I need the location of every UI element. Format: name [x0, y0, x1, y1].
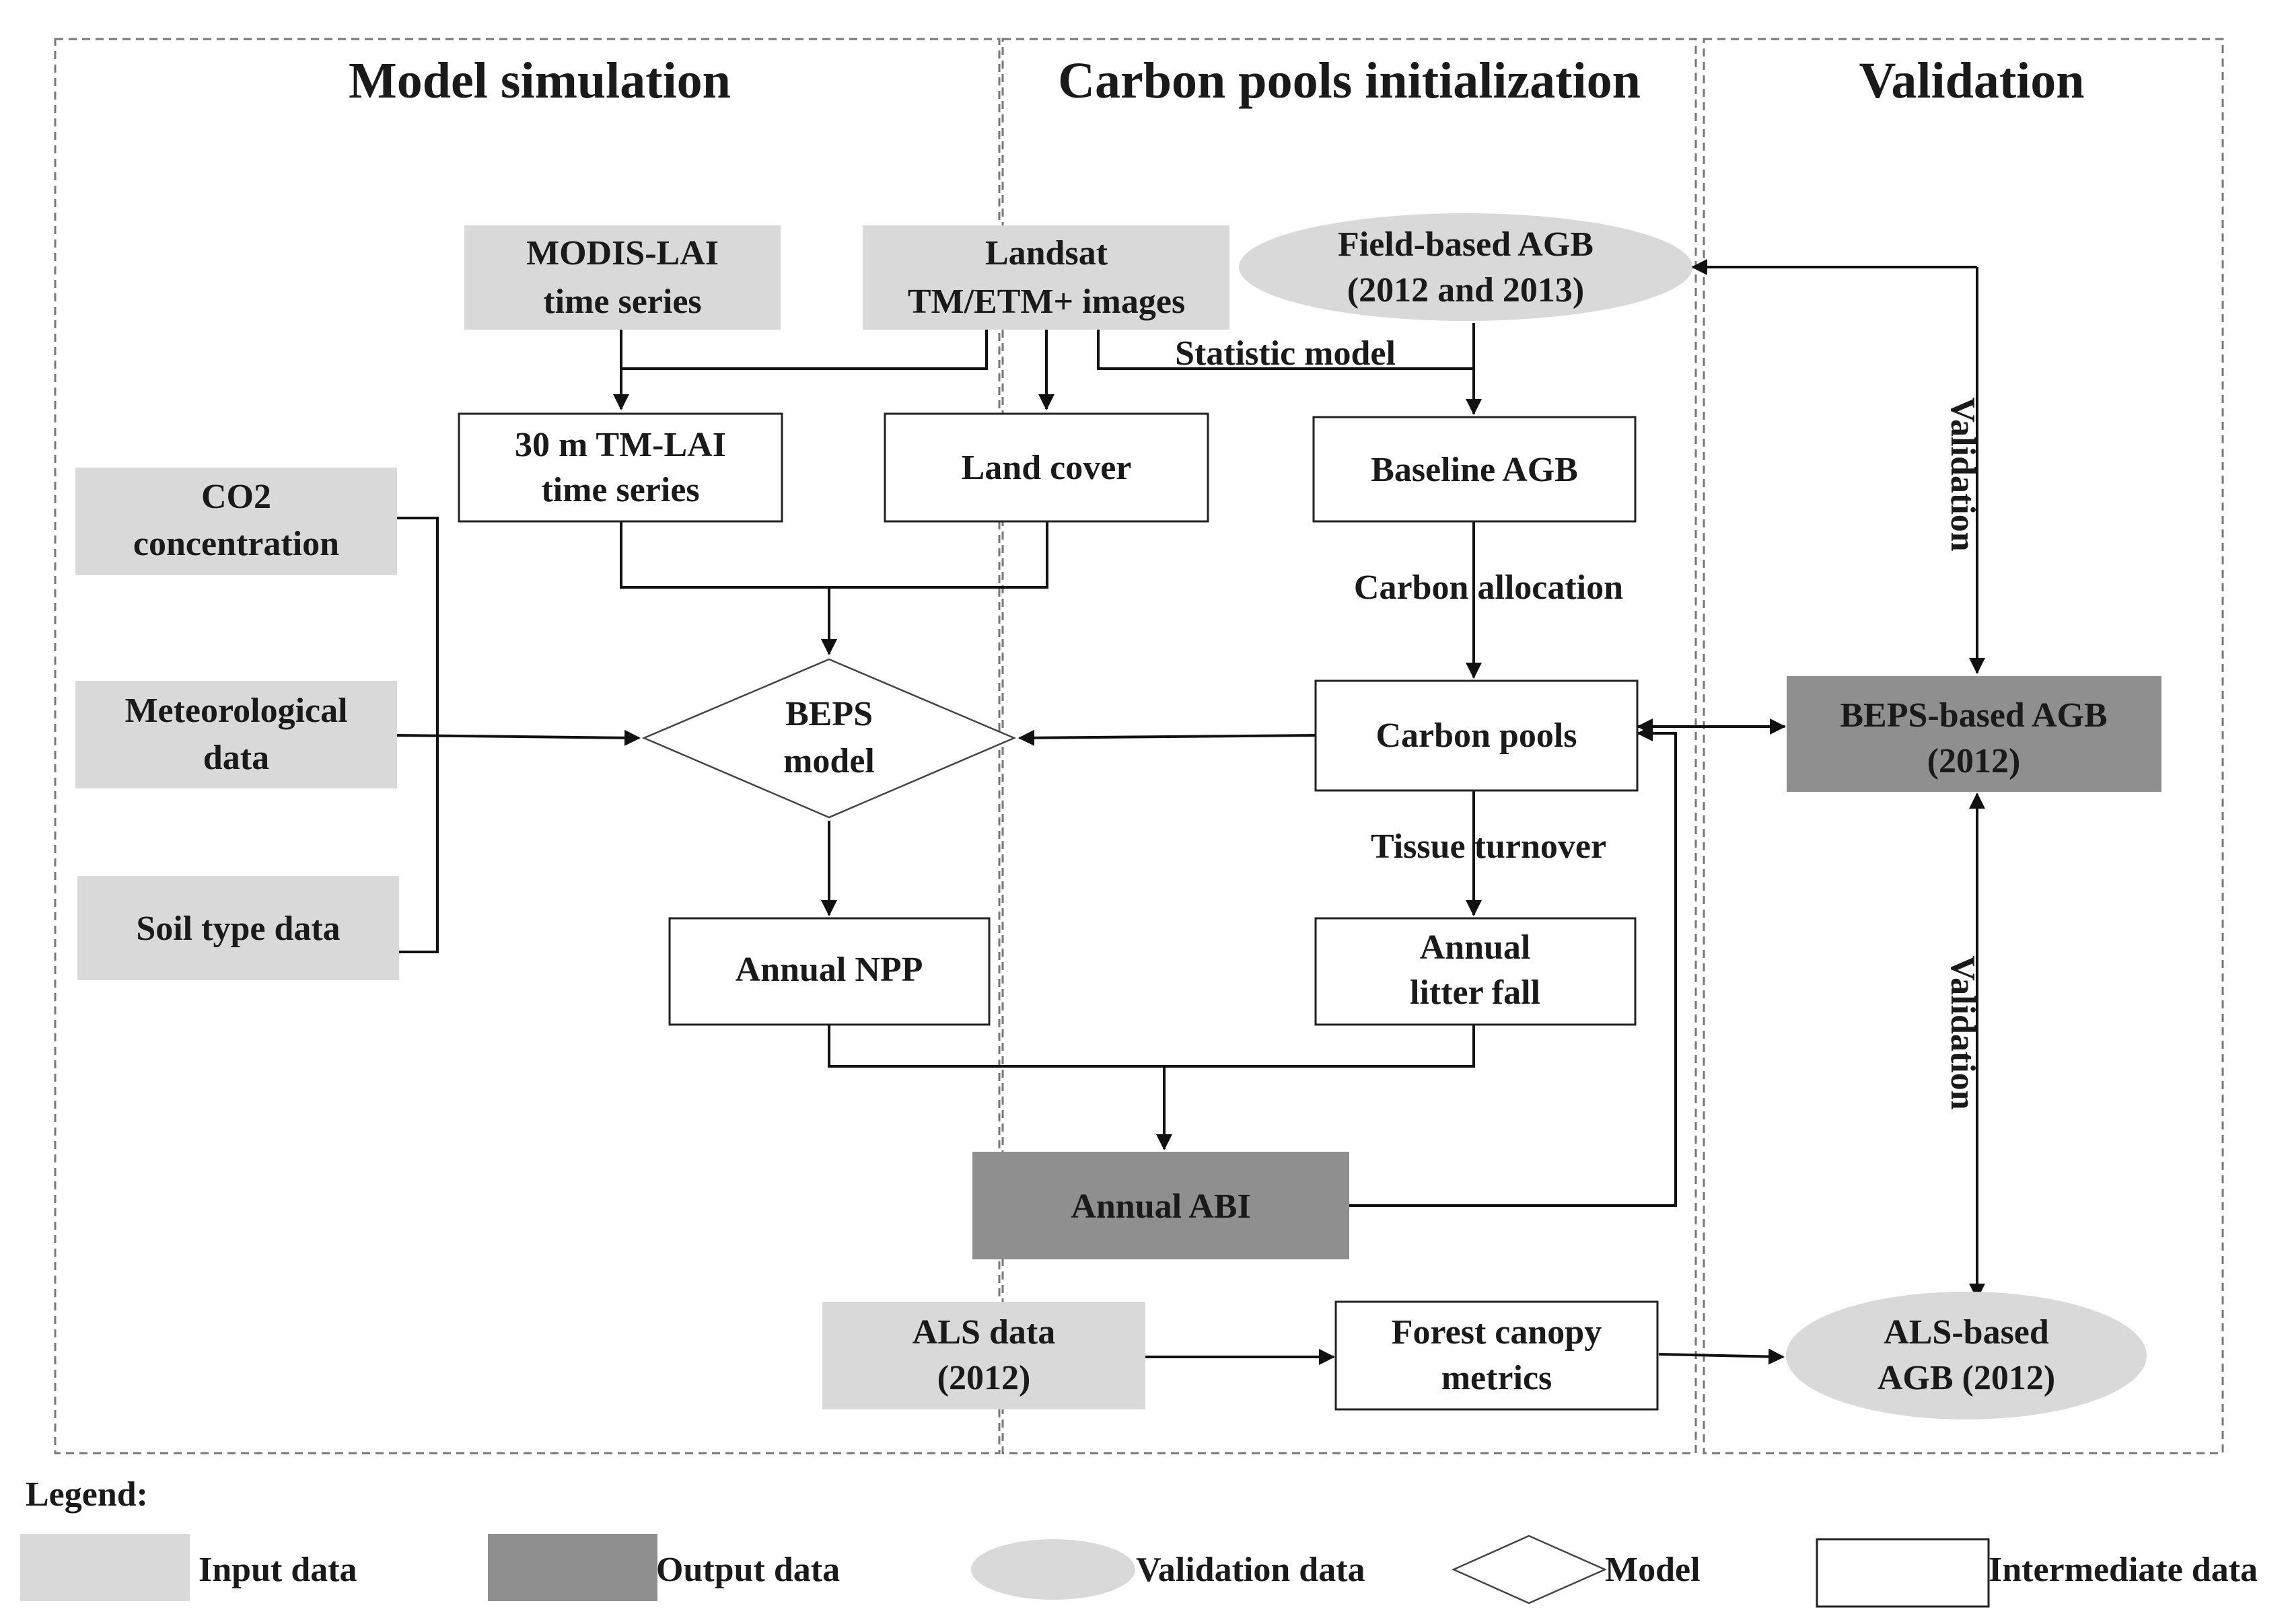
node-annual-litter-fall: Annual litter fall — [1314, 917, 1637, 1026]
legend-title: Legend: — [26, 1475, 148, 1514]
legend-model-swatch — [1451, 1535, 1608, 1604]
node-co2-concentration: CO2 concentration — [75, 468, 397, 575]
svg-text:Carbon pools: Carbon pools — [1375, 716, 1577, 755]
legend-input-label: Input data — [199, 1551, 357, 1589]
node-beps-based-agb: BEPS-based AGB (2012) — [1787, 676, 2161, 792]
legend-validation-swatch — [971, 1539, 1135, 1600]
connector-statistic-model — [1097, 330, 1474, 370]
node-tm-lai: 30 m TM-LAI time series — [458, 412, 783, 523]
svg-text:(2012): (2012) — [937, 1359, 1031, 1397]
connector-lai-landcover — [620, 521, 1048, 589]
svg-text:Forest canopy: Forest canopy — [1392, 1313, 1602, 1352]
svg-text:Annual ABI: Annual ABI — [1071, 1187, 1250, 1226]
legend-output-swatch — [488, 1534, 657, 1601]
svg-text:TM/ETM+ images: TM/ETM+ images — [908, 283, 1185, 321]
node-soil-type-data: Soil type data — [77, 876, 399, 980]
label-statistic-model: Statistic model — [1175, 334, 1396, 373]
node-forest-canopy-metrics: Forest canopy metrics — [1334, 1300, 1659, 1411]
connector-npp-litter — [828, 1025, 1475, 1068]
svg-text:metrics: metrics — [1441, 1359, 1552, 1397]
legend-validation-label: Validation data — [1136, 1551, 1365, 1589]
svg-text:CO2: CO2 — [201, 478, 271, 516]
svg-text:Baseline AGB: Baseline AGB — [1371, 451, 1578, 489]
label-validation-top: Validation — [1943, 397, 1982, 551]
node-meteorological-data: Meteorological data — [75, 681, 397, 788]
node-land-cover: Land cover — [884, 412, 1209, 523]
node-baseline-agb: Baseline AGB — [1312, 416, 1637, 523]
arrow-drivers-to-beps — [396, 729, 641, 746]
connector-modis-landsat — [620, 330, 988, 370]
svg-text:Annual NPP: Annual NPP — [736, 951, 923, 989]
legend: Legend: Input data Output data Validatio… — [20, 1475, 2258, 1608]
svg-text:ALS-based: ALS-based — [1884, 1313, 2049, 1352]
node-beps-model: BEPS model — [641, 658, 1017, 819]
svg-text:BEPS: BEPS — [785, 695, 873, 733]
svg-text:Annual: Annual — [1420, 928, 1531, 967]
legend-output-label: Output data — [656, 1551, 840, 1589]
node-annual-npp: Annual NPP — [668, 917, 991, 1026]
svg-text:MODIS-LAI: MODIS-LAI — [526, 234, 719, 272]
legend-input-swatch — [20, 1534, 190, 1601]
svg-text:model: model — [783, 742, 875, 780]
svg-text:30 m TM-LAI: 30 m TM-LAI — [515, 426, 726, 464]
arrow-to-als-agb — [1658, 1348, 1785, 1365]
node-als-based-agb: ALS-based AGB (2012) — [1786, 1292, 2147, 1419]
svg-text:Land cover: Land cover — [962, 449, 1132, 487]
svg-text:concentration: concentration — [133, 525, 339, 563]
svg-text:data: data — [203, 739, 269, 777]
node-modis-lai: MODIS-LAI time series — [464, 225, 781, 330]
legend-intermediate-swatch — [1816, 1538, 1990, 1608]
svg-text:Landsat: Landsat — [985, 234, 1108, 272]
label-validation-bottom: Validation — [1943, 955, 1982, 1109]
svg-text:Meteorological: Meteorological — [124, 692, 347, 730]
svg-text:time series: time series — [541, 471, 699, 509]
svg-text:AGB (2012): AGB (2012) — [1878, 1359, 2055, 1397]
svg-text:litter fall: litter fall — [1410, 973, 1540, 1012]
node-als-data: ALS data (2012) — [822, 1302, 1145, 1409]
svg-text:time series: time series — [543, 283, 701, 321]
label-tissue-turnover: Tissue turnover — [1371, 827, 1606, 866]
heading-validation: Validation — [1859, 52, 2084, 109]
section-frame-carbon-pools — [1001, 38, 1697, 1454]
section-frame-validation — [1703, 38, 2224, 1454]
node-landsat-images: Landsat TM/ETM+ images — [863, 225, 1229, 330]
section-frame-model-simulation — [54, 38, 1001, 1454]
legend-model-label: Model — [1605, 1551, 1701, 1589]
arrow-carbon-pools-to-beps — [1018, 729, 1316, 746]
svg-text:ALS data: ALS data — [913, 1313, 1055, 1352]
svg-text:Soil type data: Soil type data — [136, 910, 340, 948]
svg-text:BEPS-based AGB: BEPS-based AGB — [1840, 696, 2107, 735]
heading-carbon-pools-initialization: Carbon pools initialization — [1058, 52, 1641, 109]
legend-intermediate-label: Intermediate data — [1989, 1551, 2258, 1589]
svg-text:(2012): (2012) — [1927, 742, 2021, 780]
node-field-based-agb: Field-based AGB (2012 and 2013) — [1239, 213, 1692, 321]
node-annual-abi: Annual ABI — [972, 1152, 1349, 1259]
node-carbon-pools: Carbon pools — [1314, 679, 1639, 792]
heading-model-simulation: Model simulation — [349, 52, 731, 109]
label-carbon-allocation: Carbon allocation — [1354, 568, 1623, 607]
svg-text:(2012 and 2013): (2012 and 2013) — [1347, 271, 1584, 309]
svg-text:Field-based AGB: Field-based AGB — [1338, 225, 1594, 264]
